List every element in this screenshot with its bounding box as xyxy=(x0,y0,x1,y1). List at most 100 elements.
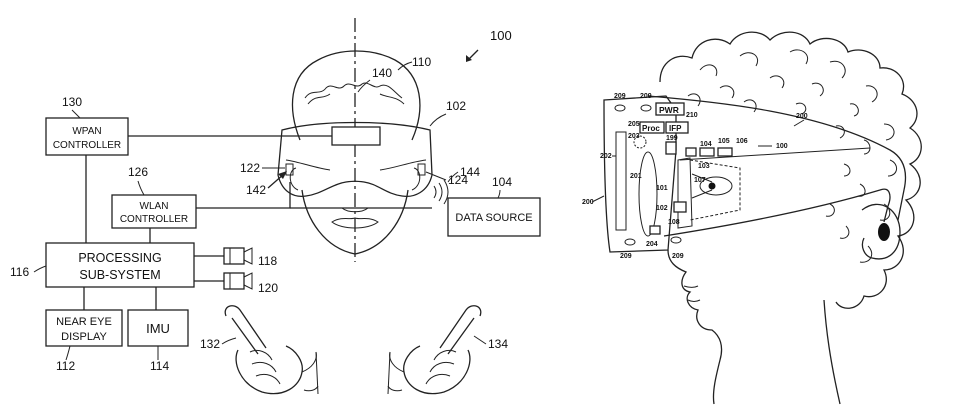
camera-120 xyxy=(223,272,253,290)
leader-132 xyxy=(221,337,237,345)
pwr-box xyxy=(655,102,685,116)
processing-label-1: PROCESSING xyxy=(78,251,161,265)
processing-subsystem-box xyxy=(45,242,195,288)
camera-120-body xyxy=(223,272,245,290)
pwr-label: PWR xyxy=(659,105,679,115)
leader-124 xyxy=(425,171,447,181)
near-eye-label-2: DISPLAY xyxy=(61,331,107,343)
arrowhead-142 xyxy=(278,171,287,179)
ref-105: 105 xyxy=(718,138,730,145)
leader-134 xyxy=(473,335,487,345)
ref-134: 134 xyxy=(488,337,508,351)
component-108 xyxy=(685,147,697,157)
left-lens-122 xyxy=(285,163,294,176)
component-204 xyxy=(649,225,661,235)
wpan-label-2: CONTROLLER xyxy=(53,140,121,151)
jaw xyxy=(301,189,409,255)
face-profile xyxy=(667,249,723,405)
left-hand-wrist xyxy=(301,351,319,392)
ref-118: 118 xyxy=(258,254,277,268)
lens-101 xyxy=(638,151,658,237)
hair-outline xyxy=(659,31,922,309)
ear-canal xyxy=(878,223,890,241)
ref-204: 204 xyxy=(646,241,658,248)
eye-gaze-lines xyxy=(691,173,713,199)
left-controller-wand-edge xyxy=(231,317,259,355)
right-leaders xyxy=(591,119,805,203)
wlan-controller-box xyxy=(111,194,197,229)
mouth xyxy=(331,217,379,229)
ref-126: 126 xyxy=(128,165,148,179)
left-hand-fingers xyxy=(249,349,281,385)
ref-120: 120 xyxy=(258,281,278,295)
proc-label: Proc xyxy=(642,124,660,133)
processing-label-2: SUB-SYSTEM xyxy=(79,268,160,282)
component-102-box xyxy=(673,201,687,213)
near-eye-display-box xyxy=(45,309,123,347)
head-illustration: 110 xyxy=(289,50,431,255)
imu-box xyxy=(127,309,189,347)
ref-202: 202 xyxy=(600,153,612,160)
data-source-box xyxy=(447,197,541,237)
left-hand-controller xyxy=(224,305,319,395)
ref-112: 112 xyxy=(56,359,75,373)
arrowhead-100 xyxy=(466,55,472,62)
proc-box xyxy=(639,121,665,134)
right-hand-cuff xyxy=(387,351,391,395)
ref-200-a: 200 xyxy=(582,199,594,206)
ref-110: 110 xyxy=(412,55,431,69)
leader-144 xyxy=(447,171,459,183)
ref-106: 106 xyxy=(736,138,748,145)
ref-132: 132 xyxy=(200,337,220,351)
ifp-label: IFP xyxy=(669,124,682,133)
right-hand-fingers xyxy=(425,349,457,385)
right-figure: PWR Proc IFP 209 209 209 209 210 205 203… xyxy=(582,31,922,405)
strap-upper xyxy=(647,95,907,221)
wlan-label-2: CONTROLLER xyxy=(120,214,188,225)
port-209-bottom-right xyxy=(670,236,682,244)
eye-sensor-mount xyxy=(677,157,693,229)
ref-209-d: 209 xyxy=(672,253,684,260)
hair-line xyxy=(304,82,403,99)
right-ear xyxy=(411,167,421,191)
signal-wave-3 xyxy=(443,179,449,205)
ref-209-c: 209 xyxy=(620,253,632,260)
signal-wave-2 xyxy=(438,182,443,202)
ref-130: 130 xyxy=(62,95,82,109)
ref-102-r: 102 xyxy=(656,205,668,212)
ref-100-r: 100 xyxy=(776,143,788,150)
left-hand-outline xyxy=(235,345,303,395)
ref-104: 104 xyxy=(492,175,512,189)
ref-144: 144 xyxy=(460,165,480,179)
ref-122: 122 xyxy=(240,161,260,175)
camera-120-lens xyxy=(243,272,253,290)
camera-118 xyxy=(223,247,253,265)
strap-center-line xyxy=(679,147,871,161)
headset-display-module xyxy=(331,126,381,146)
ref-100: 100 xyxy=(490,28,512,43)
leader-102 xyxy=(429,113,447,127)
leader-126 xyxy=(137,180,145,196)
wlan-label-1: WLAN xyxy=(140,201,169,212)
leader-112 xyxy=(65,345,71,361)
right-controller-wand xyxy=(439,305,482,349)
wire-wlan-headset xyxy=(196,182,291,209)
headset-frame xyxy=(603,95,677,253)
component-104 xyxy=(699,147,715,157)
ref-205: 205 xyxy=(628,121,640,128)
ref-107: 107 xyxy=(694,177,706,184)
port-209-top-mid xyxy=(640,104,652,112)
leader-104 xyxy=(497,189,501,199)
pupil xyxy=(708,182,716,190)
headset-102: 102 122 142 124 144 xyxy=(240,99,480,205)
ref-108: 108 xyxy=(668,219,680,226)
ref-209-a: 209 xyxy=(614,93,626,100)
imu-label: IMU xyxy=(146,321,170,336)
ref-103: 103 xyxy=(698,163,710,170)
left-controller-wand xyxy=(224,305,267,349)
ifp-box xyxy=(665,121,689,134)
neck-line xyxy=(823,299,841,405)
right-hand-outline xyxy=(403,345,471,395)
eye-107 xyxy=(699,176,733,196)
leader-116 xyxy=(33,265,47,273)
